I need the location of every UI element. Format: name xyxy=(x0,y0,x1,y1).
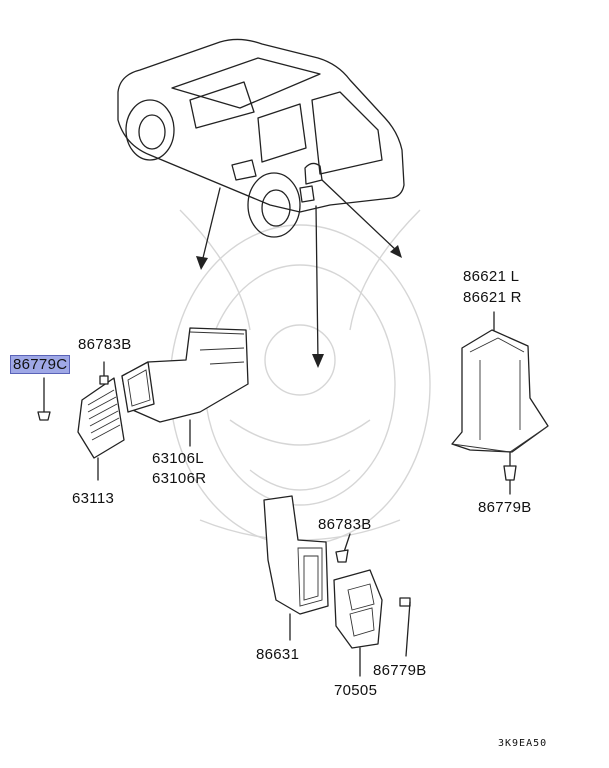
clip-86783B-left xyxy=(99,361,109,385)
label-86779B-right[interactable]: 86779B xyxy=(478,499,532,516)
duct-86631 xyxy=(263,495,329,641)
pointer-arrows xyxy=(196,179,402,368)
label-63106R[interactable]: 63106R xyxy=(152,470,207,487)
screw-86779B-bottom xyxy=(399,597,411,657)
vent-70505 xyxy=(333,569,383,677)
diagram-code: 3K9EA50 xyxy=(498,738,548,749)
screw-86779C xyxy=(37,377,51,421)
label-70505[interactable]: 70505 xyxy=(334,682,378,699)
label-86783B-center[interactable]: 86783B xyxy=(318,516,372,533)
label-86779B-bottom[interactable]: 86779B xyxy=(373,662,427,679)
label-86621R[interactable]: 86621 R xyxy=(463,289,522,306)
duct-86621 xyxy=(451,311,549,495)
label-86631[interactable]: 86631 xyxy=(256,646,300,663)
duct-63106 xyxy=(121,327,249,447)
label-86783B-left[interactable]: 86783B xyxy=(78,336,132,353)
label-63113[interactable]: 63113 xyxy=(72,490,115,507)
label-86779C[interactable]: 86779C xyxy=(10,355,71,374)
label-86621L[interactable]: 86621 L xyxy=(463,268,520,285)
clip-86783B-center xyxy=(335,533,351,563)
vehicle-illustration xyxy=(117,38,405,238)
grille-63113 xyxy=(77,377,125,481)
label-63106L[interactable]: 63106L xyxy=(152,450,204,467)
